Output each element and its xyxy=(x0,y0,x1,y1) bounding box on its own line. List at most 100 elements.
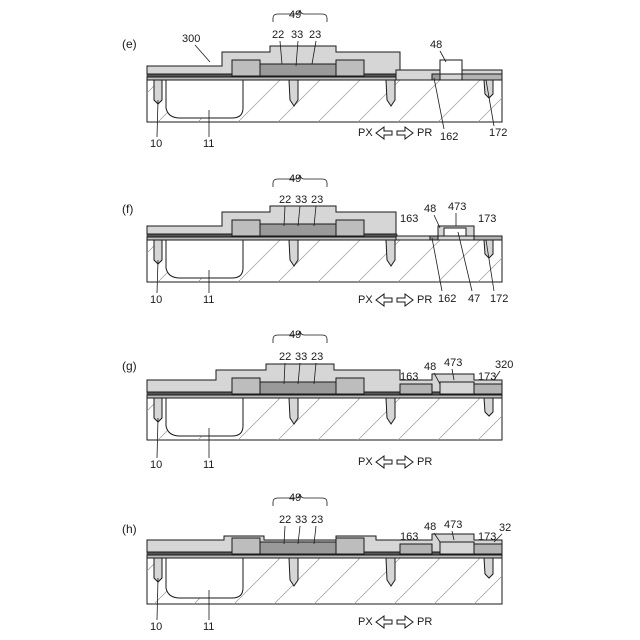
sublabel-23: 23 xyxy=(311,194,323,206)
label-11: 11 xyxy=(203,621,214,633)
label-32: 32 xyxy=(499,522,511,534)
region-163 xyxy=(400,544,432,554)
arrow-left-icon xyxy=(376,456,392,468)
panel-e: (e) 49 22 33 23 300 48 xyxy=(122,9,507,150)
panel-label: (e) xyxy=(122,37,137,51)
direction-right: PR xyxy=(417,294,432,306)
panel-f: (f) 49 22 33 23 163 48 473 173 10 1 xyxy=(122,173,508,306)
arrow-left-icon xyxy=(376,294,392,306)
region-473 xyxy=(440,382,474,394)
trench xyxy=(484,558,493,578)
label-172: 172 xyxy=(490,293,508,305)
label-162: 162 xyxy=(438,293,456,305)
gate-block xyxy=(232,538,260,554)
sublabel-22: 22 xyxy=(279,514,291,526)
direction-right: PR xyxy=(417,127,432,139)
label-163: 163 xyxy=(400,531,418,543)
label-10: 10 xyxy=(150,459,162,471)
sublabel-33: 33 xyxy=(295,351,307,363)
direction-left: PX xyxy=(358,616,373,628)
label-163: 163 xyxy=(400,371,418,383)
gate-block xyxy=(336,220,364,236)
thin-layer xyxy=(147,555,502,558)
region-173 xyxy=(474,384,502,394)
label-163: 163 xyxy=(400,213,418,225)
panel-label: (g) xyxy=(122,359,137,373)
region-163 xyxy=(400,384,432,394)
gate-block xyxy=(232,378,260,394)
thin-layer xyxy=(147,395,502,398)
arrow-left-icon xyxy=(376,616,392,628)
label-172: 172 xyxy=(489,127,507,139)
label-47: 47 xyxy=(468,293,480,305)
thin-layer xyxy=(147,237,397,240)
panel-h: (h) 49 22 33 23 163 48 473 173 32 10 xyxy=(122,492,511,633)
group-label: 49 xyxy=(289,9,301,21)
label-10: 10 xyxy=(150,621,162,633)
gate-block xyxy=(336,60,364,76)
direction-right: PR xyxy=(417,456,432,468)
pillar-48 xyxy=(440,60,462,74)
sublabel-33: 33 xyxy=(295,194,307,206)
gate-block xyxy=(336,378,364,394)
label-48: 48 xyxy=(424,203,436,215)
direction-left: PX xyxy=(358,127,373,139)
label-10: 10 xyxy=(150,294,162,306)
gate-block xyxy=(232,220,260,236)
label-173: 173 xyxy=(478,213,496,225)
panel-label: (f) xyxy=(122,202,133,216)
well-region xyxy=(166,80,243,118)
region-473 xyxy=(440,542,474,554)
region-173 xyxy=(474,544,502,554)
arrow-right-icon xyxy=(397,127,413,139)
label-48: 48 xyxy=(424,361,436,373)
arrow-right-icon xyxy=(397,456,413,468)
gate-channel xyxy=(260,64,336,76)
label-320: 320 xyxy=(495,359,513,371)
sublabel-33: 33 xyxy=(295,514,307,526)
label-48: 48 xyxy=(430,39,442,51)
sublabel-23: 23 xyxy=(311,351,323,363)
group-label: 49 xyxy=(289,492,301,504)
sublabel-33: 33 xyxy=(291,29,303,41)
region-172 xyxy=(462,74,502,80)
well-region xyxy=(166,240,243,278)
label-173: 173 xyxy=(478,531,496,543)
group-label: 49 xyxy=(289,173,301,185)
region-162 xyxy=(430,236,438,240)
direction-right: PR xyxy=(417,616,432,628)
panel-g: (g) 49 22 33 23 163 48 473 173 320 10 xyxy=(122,329,513,471)
well-region xyxy=(166,398,243,436)
label-11: 11 xyxy=(203,138,214,150)
label-11: 11 xyxy=(203,459,214,471)
label-473: 473 xyxy=(448,201,466,213)
sublabel-23: 23 xyxy=(309,29,321,41)
label-473: 473 xyxy=(444,519,462,531)
region-173 xyxy=(474,236,502,240)
label-10: 10 xyxy=(150,138,162,150)
gate-block xyxy=(336,538,364,554)
pillar-47 xyxy=(444,228,466,236)
thin-layer xyxy=(147,77,437,80)
gate-block xyxy=(232,60,260,76)
panel-label: (h) xyxy=(122,522,137,536)
region-162 xyxy=(432,74,440,80)
label-162: 162 xyxy=(440,131,458,143)
sublabel-22: 22 xyxy=(272,29,284,41)
arrow-left-icon xyxy=(376,127,392,139)
well-region xyxy=(166,558,243,598)
label-300: 300 xyxy=(182,33,200,45)
direction-left: PX xyxy=(358,294,373,306)
arrow-right-icon xyxy=(397,616,413,628)
arrow-right-icon xyxy=(397,294,413,306)
group-label: 49 xyxy=(289,329,301,341)
sublabel-22: 22 xyxy=(279,351,291,363)
sublabel-23: 23 xyxy=(311,514,323,526)
label-173: 173 xyxy=(478,371,496,383)
direction-left: PX xyxy=(358,456,373,468)
label-11: 11 xyxy=(203,294,214,306)
sublabel-22: 22 xyxy=(279,194,291,206)
label-48: 48 xyxy=(424,521,436,533)
label-473: 473 xyxy=(444,357,462,369)
